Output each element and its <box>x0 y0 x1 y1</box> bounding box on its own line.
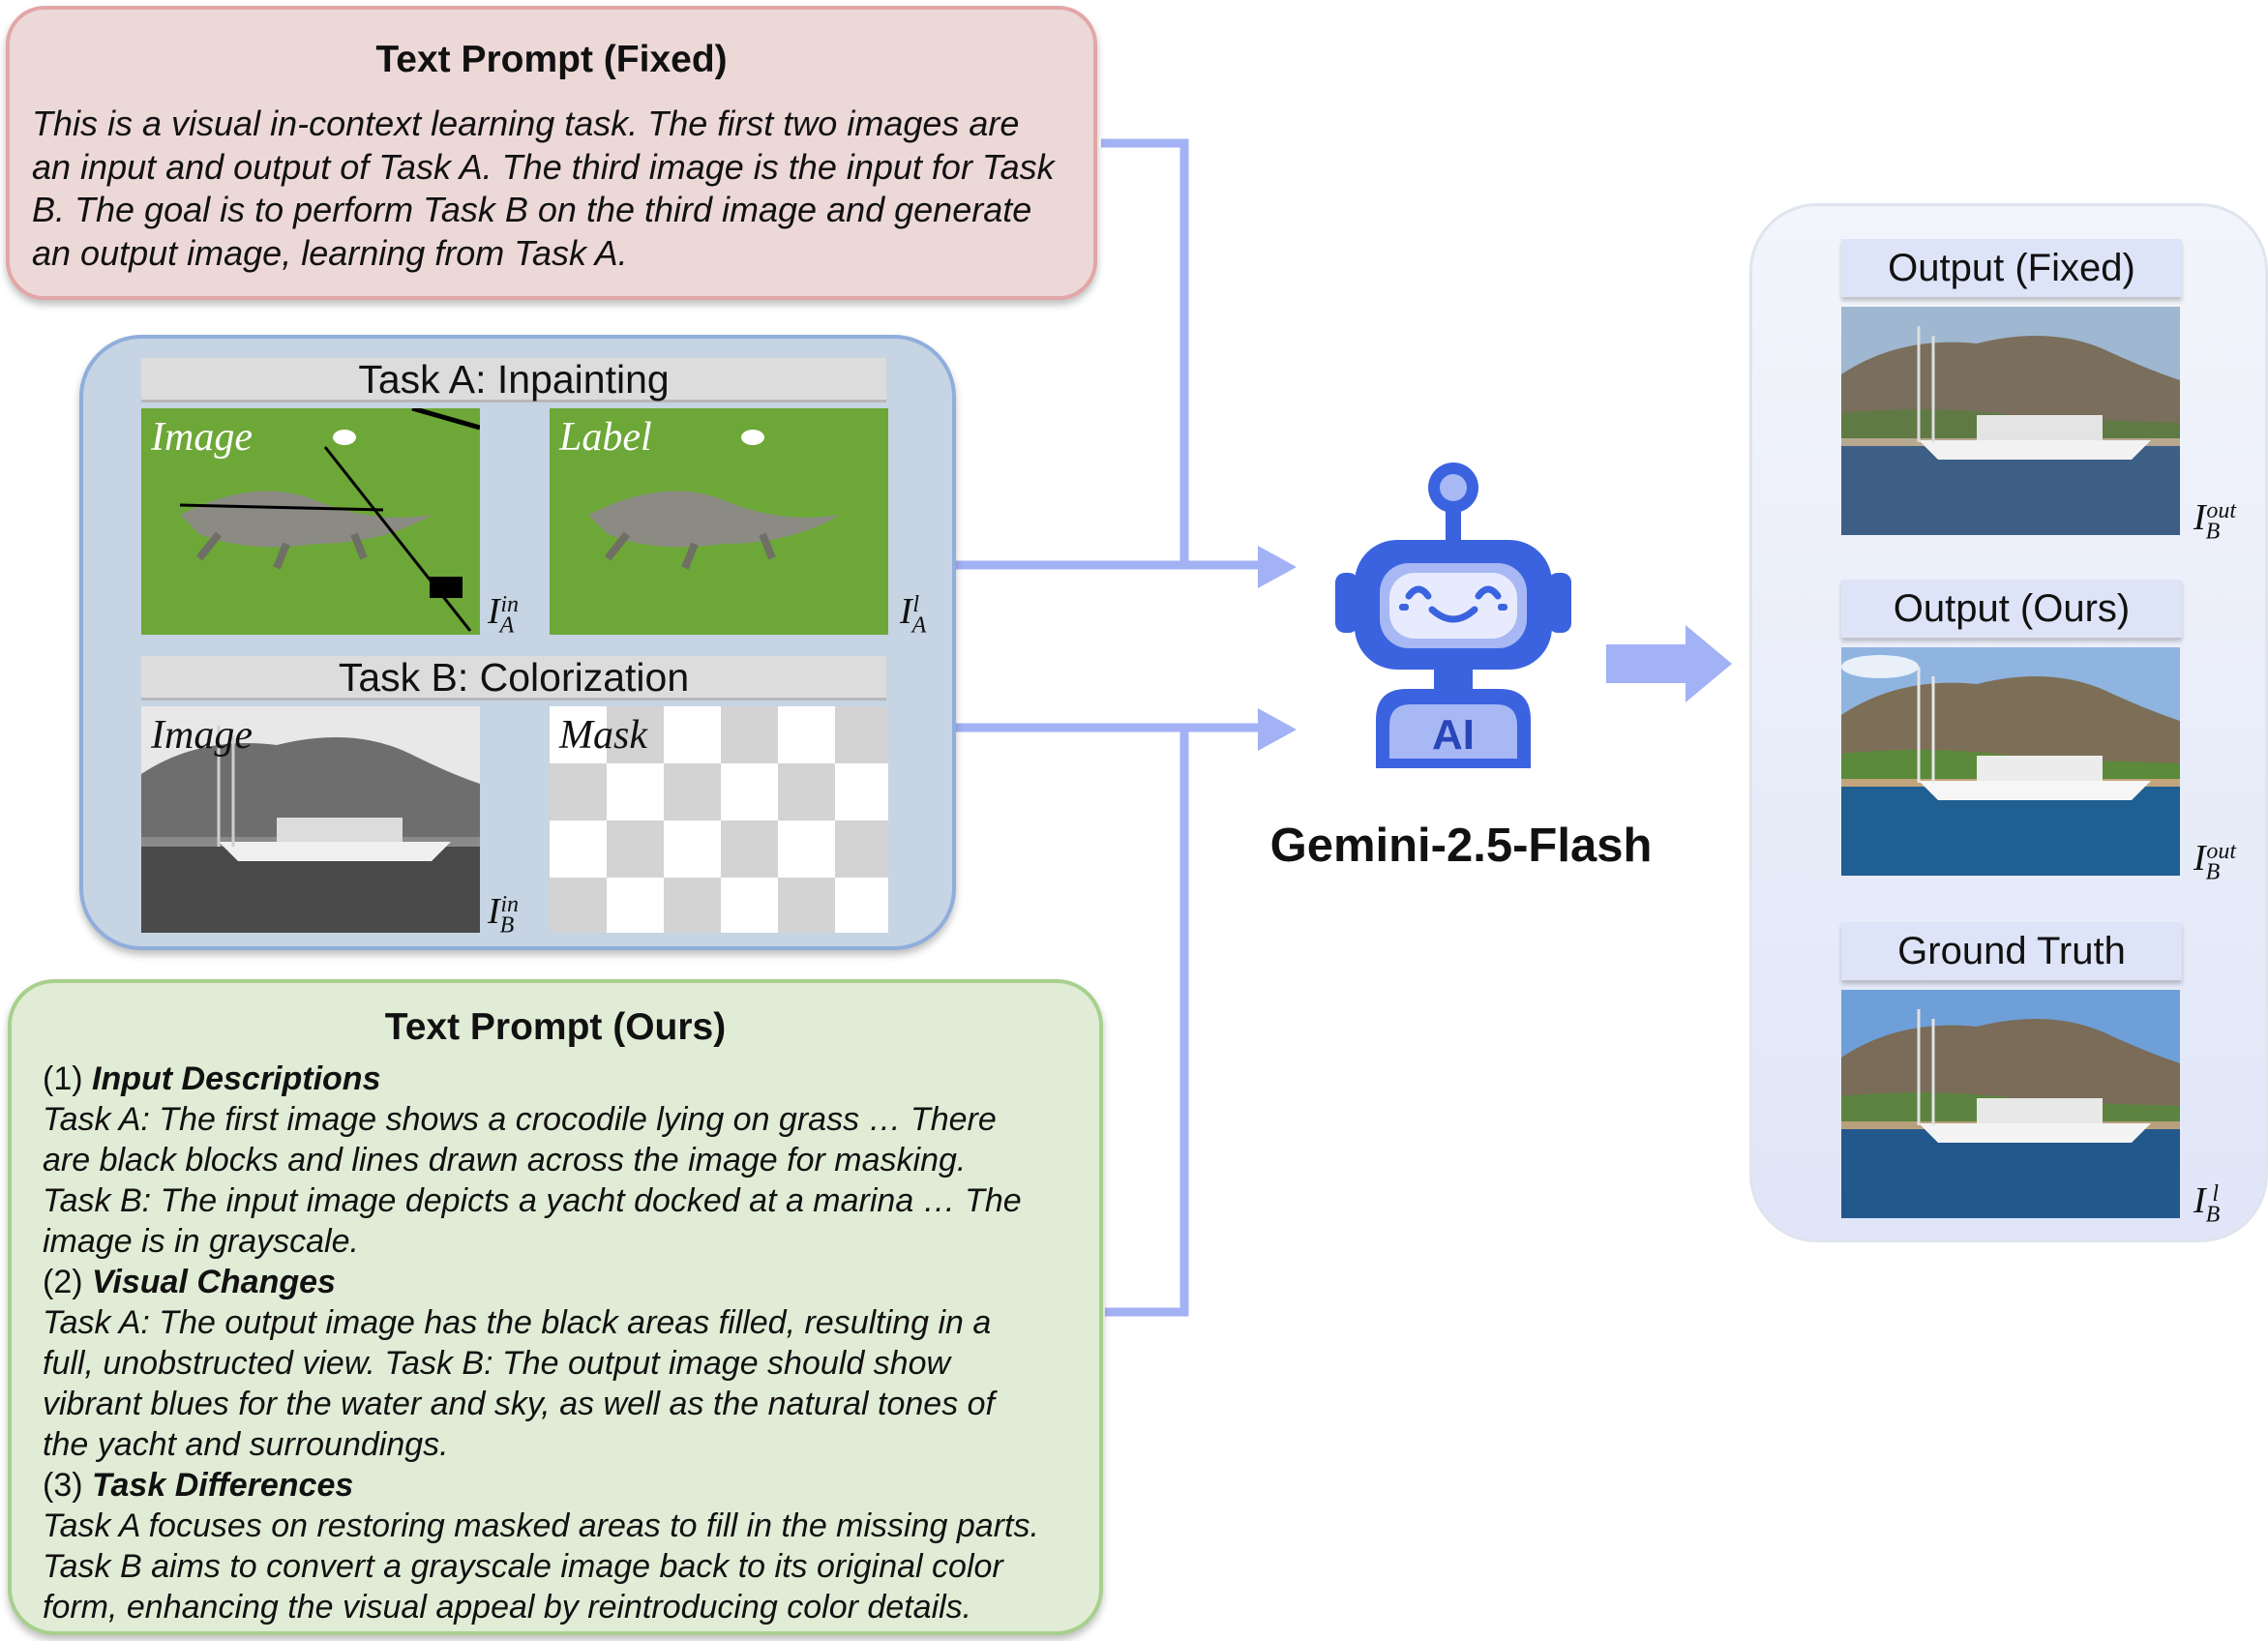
section-line: Task A: The first image shows a crocodil… <box>43 1101 997 1138</box>
section-heading: (3) Task Differences <box>43 1465 1097 1506</box>
task-b-mask-image: Mask <box>550 706 888 933</box>
ground-truth-image <box>1841 990 2180 1218</box>
task-b-header: Task B: Colorization <box>141 656 886 701</box>
section-line: Task B: The input image depicts a yacht … <box>43 1182 1022 1219</box>
output-arrow <box>1606 625 1732 702</box>
output-ours-label: Output (Ours) <box>1841 580 2182 638</box>
task-a-input-math: IAin <box>488 591 519 639</box>
text-prompt-ours-box: Text Prompt (Ours) (1) Input Description… <box>8 979 1103 1635</box>
task-examples-panel: Task A: Inpainting Image IAin Label IAl … <box>79 335 956 950</box>
section-line: image is in grayscale. <box>43 1223 359 1260</box>
section-number: (1) <box>43 1060 83 1097</box>
model-name-label: Gemini-2.5-Flash <box>1269 820 1653 872</box>
fixed-line: This is a visual in-context learning tas… <box>32 104 1020 143</box>
output-fixed-image <box>1841 307 2180 535</box>
ours-prompt-connector <box>1105 728 1189 1317</box>
section-title: Task Differences <box>92 1467 354 1504</box>
output-fixed-math: IBout <box>2193 497 2236 545</box>
fixed-prompt-connector <box>1101 138 1258 570</box>
task-a-label-text: Label <box>559 415 652 460</box>
task-b-input-image: Image <box>141 706 480 933</box>
section-heading: (2) Visual Changes <box>43 1262 1097 1302</box>
section-heading: (1) Input Descriptions <box>43 1059 1097 1099</box>
text-prompt-ours-body: (1) Input Descriptions Task A: The first… <box>43 1059 1097 1627</box>
section-line: Task A: The output image has the black a… <box>43 1304 992 1341</box>
task-a-header: Task A: Inpainting <box>141 358 886 403</box>
task-a-label-image: Label <box>550 408 888 635</box>
output-fixed-label: Output (Fixed) <box>1841 239 2182 297</box>
task-a-image-label: Image <box>151 415 253 460</box>
text-prompt-fixed-box: Text Prompt (Fixed) This is a visual in-… <box>6 6 1097 300</box>
section-number: (3) <box>43 1467 83 1504</box>
text-prompt-fixed-title: Text Prompt (Fixed) <box>375 39 728 80</box>
robot-ai-text: AI <box>1432 711 1475 759</box>
fixed-line: B. The goal is to perform Task B on the … <box>32 190 1032 229</box>
outputs-panel: Output (Fixed) IBout Output (Ours) <box>1749 203 2268 1242</box>
text-prompt-fixed-body: This is a visual in-context learning tas… <box>32 103 1087 275</box>
text-prompt-ours-title: Text Prompt (Ours) <box>384 1006 727 1048</box>
arrowhead-top <box>1258 546 1297 588</box>
section-line: full, unobstructed view. Task B: The out… <box>43 1345 951 1382</box>
arrowhead-bottom <box>1258 708 1297 751</box>
fixed-line: an input and output of Task A. The third… <box>32 146 1055 187</box>
ground-truth-label: Ground Truth <box>1841 922 2182 980</box>
section-line: Task B aims to convert a grayscale image… <box>43 1548 1003 1585</box>
task-b-mask-label: Mask <box>559 713 647 758</box>
output-ours-math: IBout <box>2193 838 2236 885</box>
task-a-input-image: Image <box>141 408 480 635</box>
section-line: Task A focuses on restoring masked areas… <box>43 1507 1039 1544</box>
task-b-input-math: IBin <box>488 891 519 939</box>
section-title: Input Descriptions <box>92 1060 381 1097</box>
output-ours-image <box>1841 647 2180 876</box>
fixed-line: an output image, learning from Task A. <box>32 232 628 273</box>
section-line: the yacht and surroundings. <box>43 1426 449 1463</box>
section-number: (2) <box>43 1264 83 1300</box>
section-line: vibrant blues for the water and sky, as … <box>43 1386 996 1422</box>
section-line: are black blocks and lines drawn across … <box>43 1142 967 1179</box>
robot-ai-icon: AI <box>1335 462 1571 768</box>
task-a-label-math: IAl <box>900 591 927 639</box>
section-line: form, enhancing the visual appeal by rei… <box>43 1589 972 1626</box>
section-title: Visual Changes <box>92 1264 336 1300</box>
ground-truth-math: IBl <box>2193 1180 2221 1228</box>
task-b-image-label: Image <box>151 713 253 758</box>
